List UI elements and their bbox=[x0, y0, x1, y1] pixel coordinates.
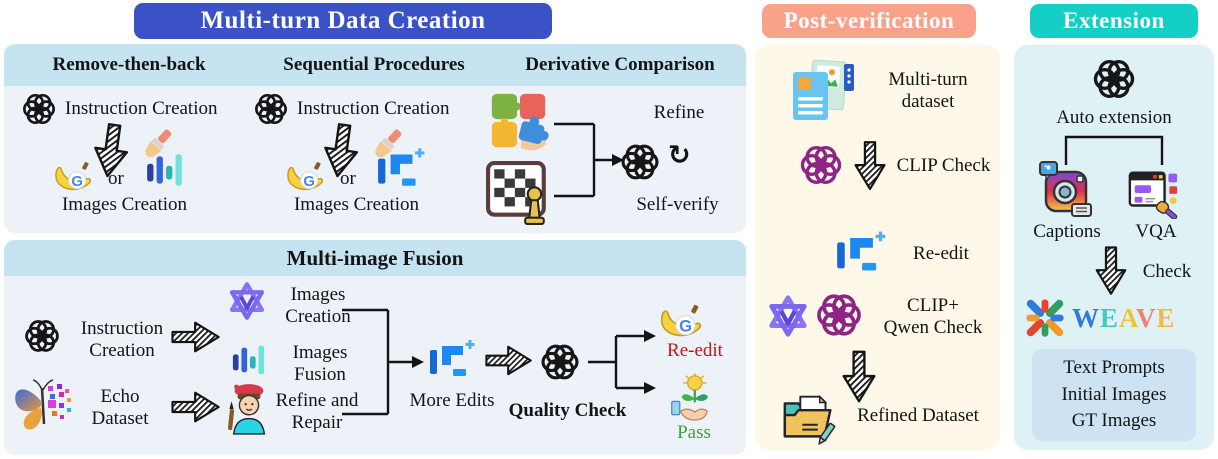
pass-label: Pass bbox=[677, 422, 711, 443]
hatched-down-arrow-icon bbox=[1095, 246, 1127, 295]
creation-top-panel: Remove-then-back Sequential Procedures D… bbox=[4, 44, 746, 233]
auto-extension-label: Auto extension bbox=[1056, 107, 1172, 128]
more-edits-label: More Edits bbox=[409, 390, 495, 411]
fusion-merge-connector bbox=[342, 308, 424, 416]
loop-icon: ↻ bbox=[668, 140, 691, 171]
gpt-icon bbox=[621, 144, 659, 180]
instagram-captions-icon bbox=[1039, 161, 1092, 217]
weave-mark-icon bbox=[1026, 299, 1064, 337]
instruction-creation-label: Instruction Creation bbox=[65, 97, 218, 119]
weave-letter: E bbox=[1156, 302, 1176, 333]
images-creation-label: Images Creation bbox=[293, 194, 420, 215]
instruction-creation-label: Instruction Creation bbox=[297, 97, 450, 119]
remove-instruction-row: Instruction Creation bbox=[20, 90, 218, 128]
or-label: or bbox=[108, 168, 124, 189]
fusion-bars-icon bbox=[232, 345, 265, 375]
gpt-purple-icon bbox=[800, 145, 842, 185]
weave-letter: A bbox=[1119, 302, 1137, 333]
instruction-creation-label: Instruction Creation bbox=[80, 318, 164, 362]
gpt-icon bbox=[1093, 60, 1135, 99]
chessboard-icon bbox=[486, 161, 546, 225]
weave-letter: W bbox=[1072, 302, 1100, 333]
qwen-icon bbox=[226, 280, 268, 322]
hatched-down-arrow-icon bbox=[854, 141, 886, 191]
col-title-remove-then-back: Remove-then-back bbox=[52, 54, 206, 75]
quality-check-label: Quality Check bbox=[508, 400, 627, 421]
fusion-title: Multi-image Fusion bbox=[4, 240, 746, 276]
multi-image-fusion-panel: Multi-image Fusion Instruction Creation … bbox=[4, 240, 746, 455]
multi-turn-dataset-label: Multi-turn dataset bbox=[888, 69, 968, 113]
vqa-label: VQA bbox=[1135, 221, 1177, 242]
gpt-icon bbox=[541, 344, 579, 380]
gpt-purple-icon bbox=[817, 294, 861, 336]
col-title-sequential-procedures: Sequential Procedures bbox=[283, 54, 465, 75]
weave-letter: V bbox=[1136, 302, 1157, 333]
post-verification-title: Post-verification bbox=[762, 4, 976, 38]
refine-label: Refine bbox=[653, 102, 705, 123]
fusion-bars-icon bbox=[147, 154, 182, 186]
re-edit-label: Re-edit bbox=[913, 243, 969, 264]
creation-column-headers: Remove-then-back Sequential Procedures D… bbox=[4, 44, 746, 86]
hatched-right-arrow-icon bbox=[171, 391, 220, 423]
images-fusion-label: Images Fusion bbox=[292, 342, 348, 386]
edit-steps-icon bbox=[376, 146, 426, 188]
plant-pass-icon bbox=[671, 373, 709, 421]
check-label: Check bbox=[1142, 261, 1192, 282]
hatched-down-arrow-icon bbox=[842, 350, 876, 403]
gpt-icon bbox=[25, 320, 59, 352]
re-edit-label: Re-edit bbox=[667, 340, 723, 361]
or-label: or bbox=[340, 168, 356, 189]
extension-outputs-label: Text Prompts Initial Images GT Images bbox=[1061, 357, 1167, 432]
extension-outputs-box: Text Prompts Initial Images GT Images bbox=[1032, 349, 1196, 441]
puzzle-icon bbox=[491, 93, 549, 151]
post-verification-panel: Multi-turn dataset CLIP Check Re-edit CL… bbox=[755, 45, 1000, 450]
qwen-icon bbox=[765, 293, 811, 339]
images-creation-label: Images Creation bbox=[61, 194, 188, 215]
extension-title: Extension bbox=[1030, 4, 1198, 38]
folder-icon bbox=[783, 394, 836, 445]
sequential-instruction-row: Instruction Creation bbox=[252, 90, 450, 128]
derivative-connector-lines bbox=[554, 122, 624, 198]
gpt-icon bbox=[23, 93, 55, 125]
vqa-browser-icon bbox=[1128, 171, 1178, 219]
weave-wordmark: WEAVE bbox=[1072, 303, 1176, 334]
col-title-derivative-comparison: Derivative Comparison bbox=[525, 54, 715, 75]
banana-icon bbox=[287, 160, 324, 191]
hatched-right-arrow-icon bbox=[171, 321, 220, 353]
extension-split-connector bbox=[1064, 135, 1164, 165]
refine-repair-label: Refine and Repair bbox=[275, 390, 359, 434]
edit-steps-icon bbox=[428, 338, 476, 378]
hatched-right-arrow-icon bbox=[485, 345, 532, 376]
creation-title: Multi-turn Data Creation bbox=[134, 3, 552, 39]
extension-panel: Auto extension bbox=[1014, 45, 1214, 450]
quality-branch-connector bbox=[588, 330, 656, 394]
images-creation-label: Images Creation bbox=[285, 284, 351, 328]
weave-logo: WEAVE bbox=[1022, 295, 1176, 341]
painter-icon bbox=[227, 384, 266, 435]
banana-icon bbox=[660, 303, 702, 337]
clip-qwen-check-label: CLIP+ Qwen Check bbox=[883, 295, 983, 339]
dataset-docs-icon bbox=[793, 59, 854, 120]
gpt-icon bbox=[255, 93, 287, 125]
weave-letter: E bbox=[1100, 302, 1120, 333]
clip-check-label: CLIP Check bbox=[896, 155, 991, 176]
captions-label: Captions bbox=[1033, 221, 1101, 242]
refined-dataset-label: Refined Dataset bbox=[857, 405, 979, 426]
self-verify-label: Self-verify bbox=[636, 194, 719, 215]
banana-icon bbox=[55, 160, 92, 191]
echo-dataset-label: Echo Dataset bbox=[91, 386, 149, 430]
edit-steps-icon bbox=[835, 229, 887, 273]
butterfly-icon bbox=[15, 379, 71, 430]
